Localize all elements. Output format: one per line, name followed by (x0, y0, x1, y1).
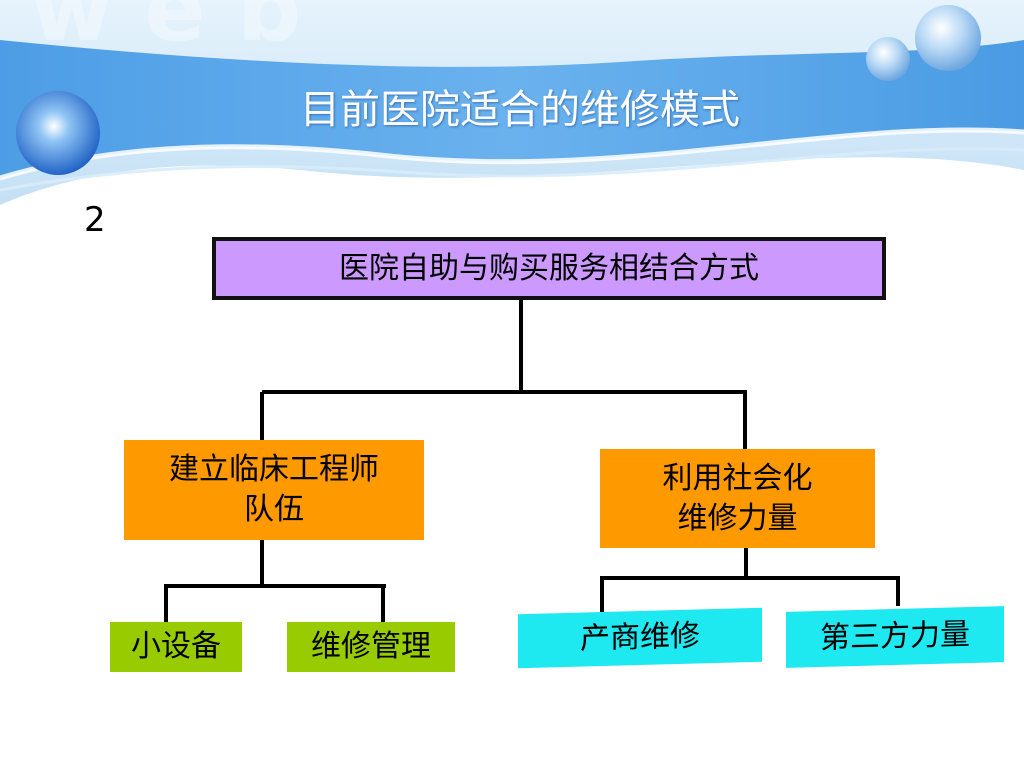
branch-node-label-line1: 利用社会化 (662, 460, 813, 496)
branch-node-label-line2: 维修力量 (677, 500, 798, 536)
glass-orb-icon (16, 5, 981, 175)
header-banner: w e b (0, 0, 1024, 205)
leaf-node-third-party: 第三方力量 (786, 606, 1004, 668)
leaf-node-repair-management: 维修管理 (287, 622, 455, 672)
leaf-node-manufacturer-repair: 产商维修 (518, 607, 762, 669)
leaf-node-label: 第三方力量 (820, 617, 970, 656)
branch-node-social-repair: 利用社会化 维修力量 (600, 449, 875, 548)
leaf-node-small-equipment: 小设备 (110, 622, 242, 672)
branch-node-label-line2: 队伍 (244, 492, 304, 527)
leaf-node-label: 产商维修 (580, 618, 700, 657)
slide-title: 目前医院适合的维修模式 (300, 87, 740, 133)
slide-number: 2 (84, 200, 106, 240)
root-node-label: 医院自助与购买服务相结合方式 (339, 250, 759, 286)
leaf-node-label: 维修管理 (311, 629, 431, 664)
branch-node-clinical-team: 建立临床工程师 队伍 (124, 440, 424, 540)
root-node: 医院自助与购买服务相结合方式 (212, 237, 886, 300)
svg-text:w e b: w e b (30, 0, 301, 62)
leaf-node-label: 小设备 (131, 629, 221, 664)
branch-node-label-line1: 建立临床工程师 (169, 452, 379, 487)
